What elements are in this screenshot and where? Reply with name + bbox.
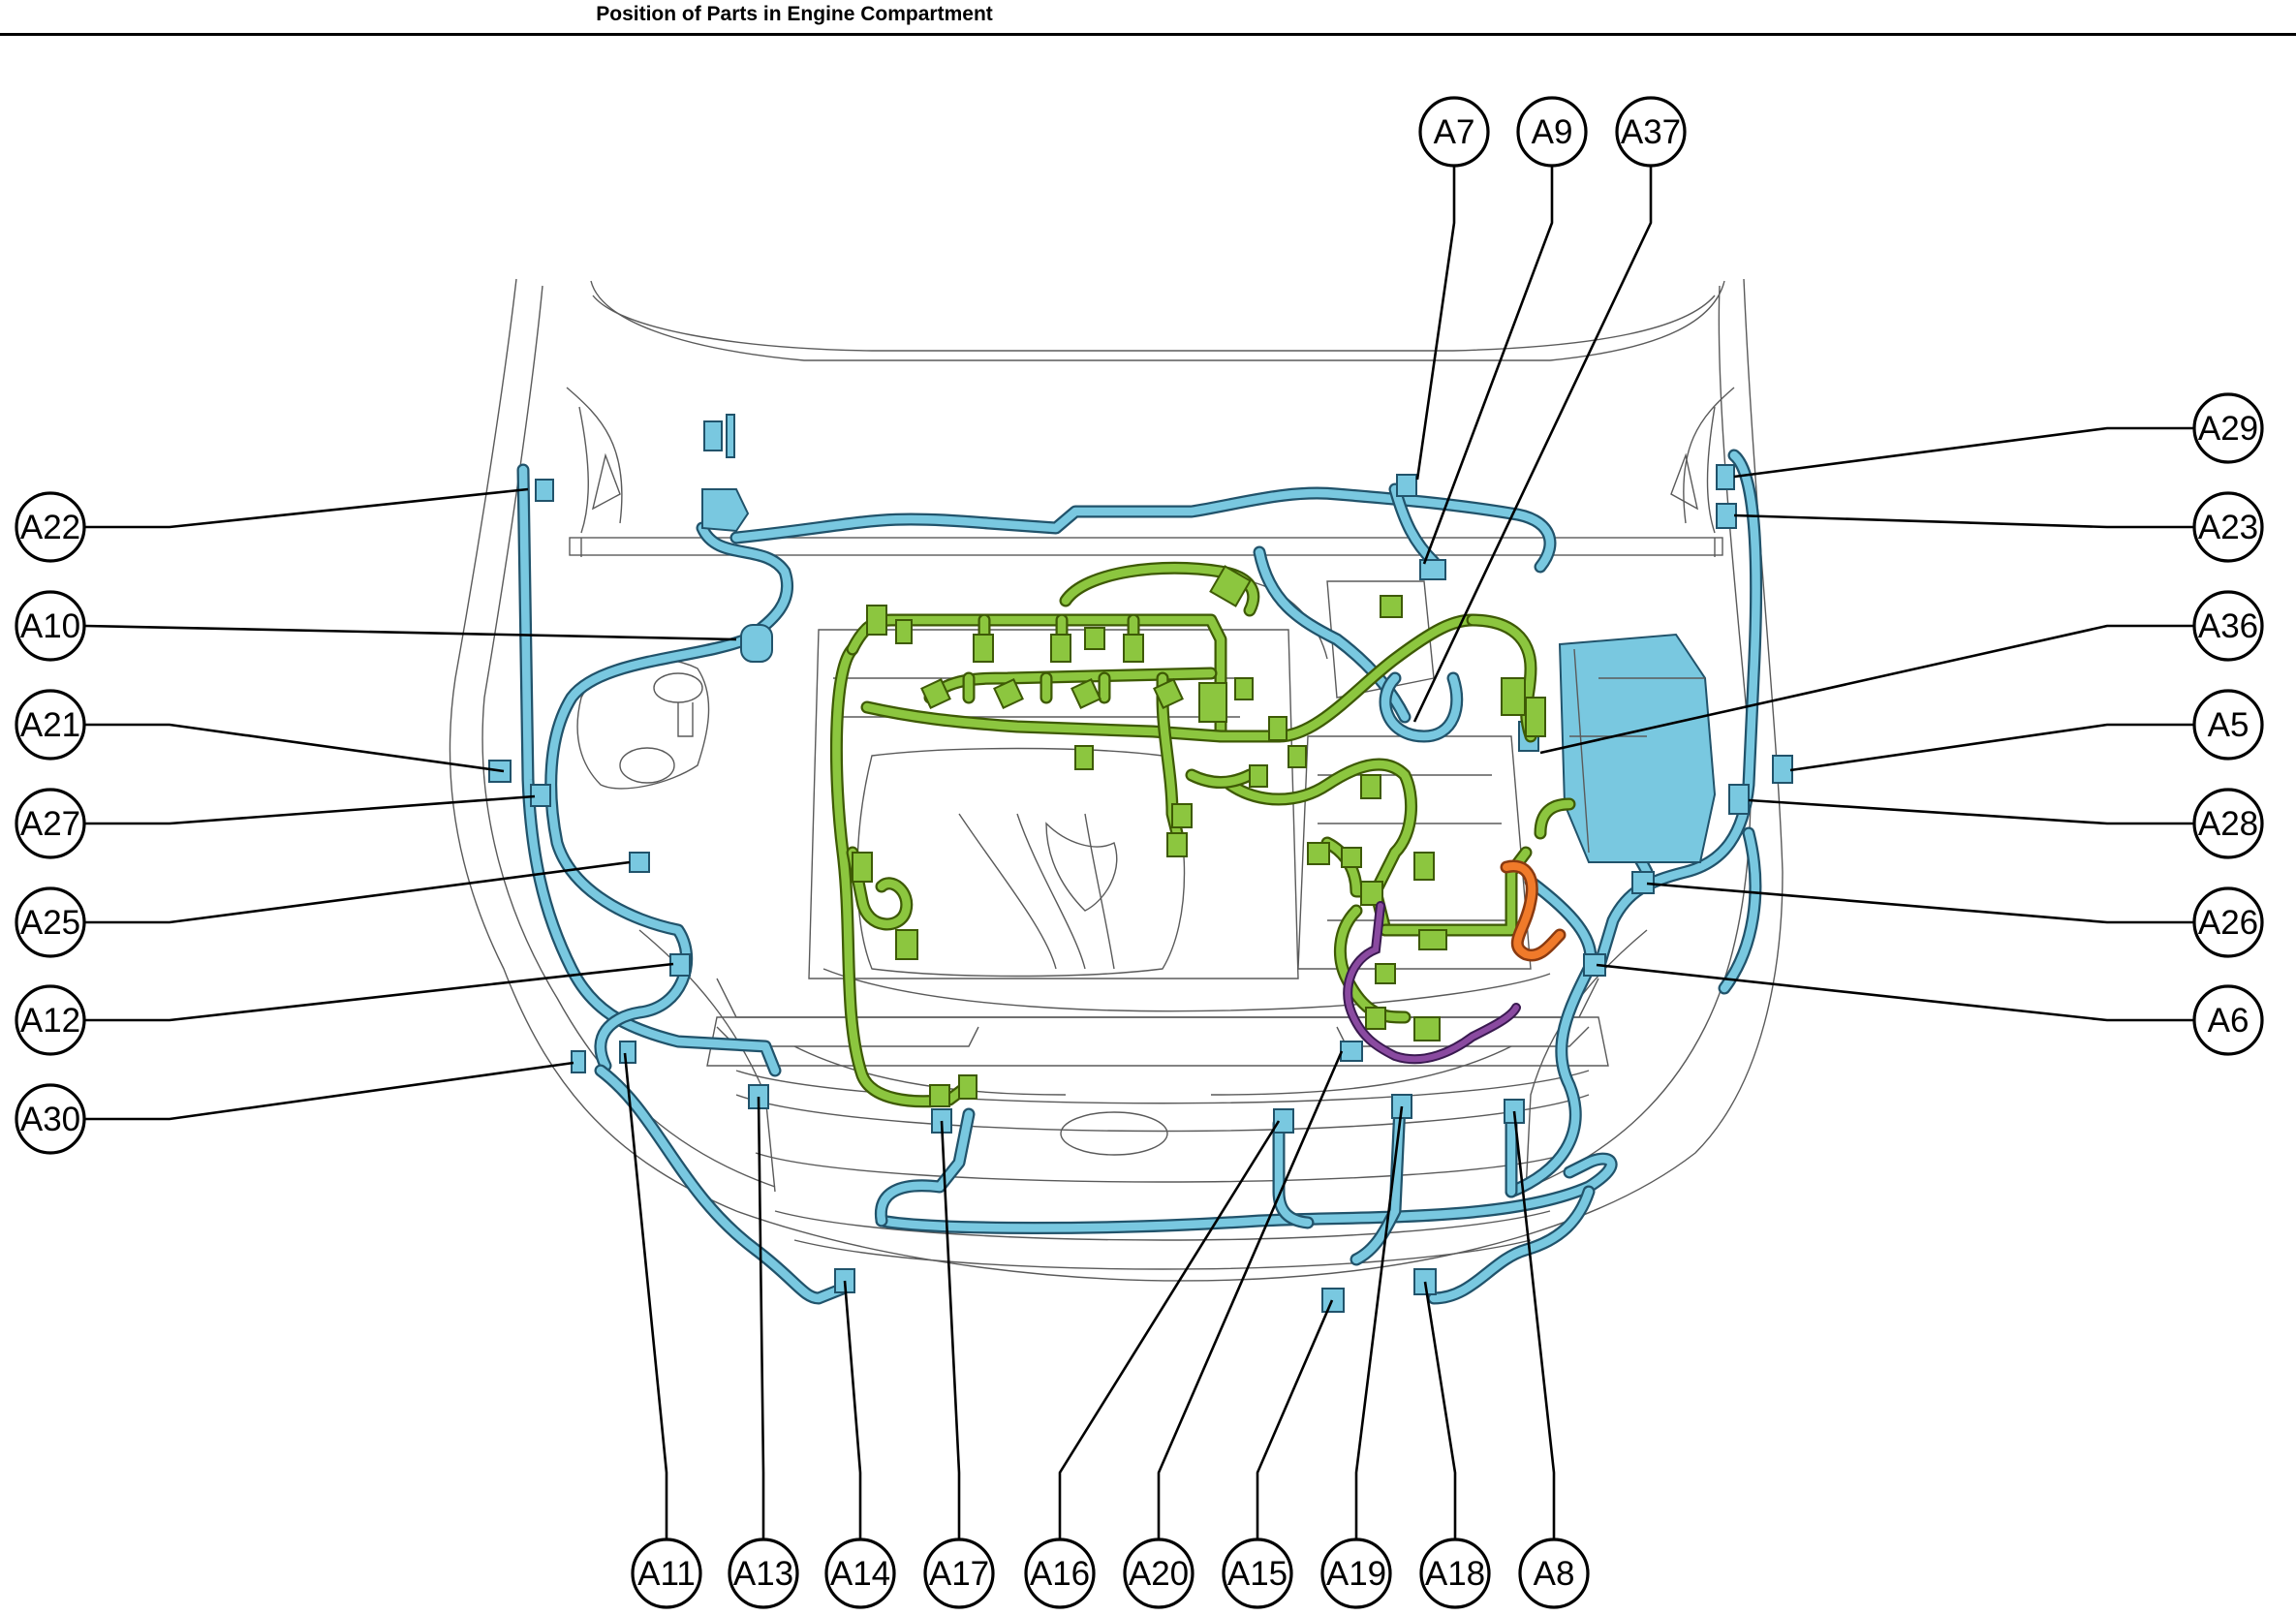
svg-text:A8: A8 <box>1534 1555 1575 1593</box>
callout-a8: A8 <box>1518 1538 1590 1609</box>
engine-room-harness-blue <box>488 414 1793 1313</box>
svg-text:A19: A19 <box>1326 1555 1386 1593</box>
callout-a19: A19 <box>1320 1538 1392 1609</box>
callout-a21: A21 <box>15 689 86 761</box>
svg-text:A36: A36 <box>2198 607 2258 645</box>
svg-text:A30: A30 <box>20 1101 80 1138</box>
leader-lines <box>84 157 2200 1540</box>
svg-text:A14: A14 <box>830 1555 890 1593</box>
svg-text:A15: A15 <box>1227 1555 1288 1593</box>
callout-a7: A7 <box>1418 96 1490 168</box>
callout-a25: A25 <box>15 886 86 958</box>
svg-text:A18: A18 <box>1425 1555 1485 1593</box>
svg-text:A20: A20 <box>1129 1555 1189 1593</box>
callout-a14: A14 <box>824 1538 896 1609</box>
page-title: Position of Parts in Engine Compartment <box>596 3 993 25</box>
callout-a27: A27 <box>15 788 86 859</box>
orange-harness <box>1500 859 1567 962</box>
callout-a23: A23 <box>2192 491 2264 563</box>
svg-text:A25: A25 <box>20 904 80 942</box>
svg-text:A5: A5 <box>2208 706 2249 744</box>
svg-text:A23: A23 <box>2198 509 2258 546</box>
callout-a12: A12 <box>15 984 86 1056</box>
callout-a29: A29 <box>2192 392 2264 464</box>
callout-a17: A17 <box>923 1538 995 1609</box>
svg-text:A37: A37 <box>1621 113 1681 151</box>
callout-a28: A28 <box>2192 788 2264 859</box>
callout-a20: A20 <box>1123 1538 1195 1609</box>
svg-text:A21: A21 <box>20 706 80 744</box>
svg-text:A11: A11 <box>637 1555 696 1593</box>
svg-text:A10: A10 <box>20 607 80 645</box>
svg-text:A17: A17 <box>929 1555 989 1593</box>
svg-text:A9: A9 <box>1532 113 1573 151</box>
callout-a13: A13 <box>728 1538 799 1609</box>
callout-a11: A11 <box>631 1538 702 1609</box>
callout-a15: A15 <box>1222 1538 1293 1609</box>
callout-a37: A37 <box>1615 96 1687 168</box>
title-rule <box>0 33 2296 36</box>
callout-a9: A9 <box>1516 96 1588 168</box>
callout-a10: A10 <box>15 590 86 662</box>
svg-text:A16: A16 <box>1030 1555 1090 1593</box>
svg-text:A22: A22 <box>20 509 80 546</box>
purple-harness <box>1343 901 1521 1065</box>
svg-text:A13: A13 <box>733 1555 793 1593</box>
callout-a6: A6 <box>2192 984 2264 1056</box>
svg-text:A27: A27 <box>20 805 80 843</box>
callout-a36: A36 <box>2192 590 2264 662</box>
svg-text:A28: A28 <box>2198 805 2258 843</box>
svg-text:A6: A6 <box>2208 1002 2249 1040</box>
callout-a18: A18 <box>1419 1538 1491 1609</box>
svg-text:A29: A29 <box>2198 410 2258 448</box>
engine-wire-harness-green <box>829 561 1576 1108</box>
svg-text:A7: A7 <box>1434 113 1475 151</box>
svg-text:A26: A26 <box>2198 904 2258 942</box>
callout-a5: A5 <box>2192 689 2264 761</box>
callout-a22: A22 <box>15 491 86 563</box>
callout-a16: A16 <box>1024 1538 1096 1609</box>
callouts: A22 A10 A21 A27 A25 A12 A30 A7 A9 A37 A2… <box>15 96 2264 1609</box>
callout-a30: A30 <box>15 1083 86 1155</box>
svg-text:A12: A12 <box>20 1002 80 1040</box>
callout-a26: A26 <box>2192 886 2264 958</box>
